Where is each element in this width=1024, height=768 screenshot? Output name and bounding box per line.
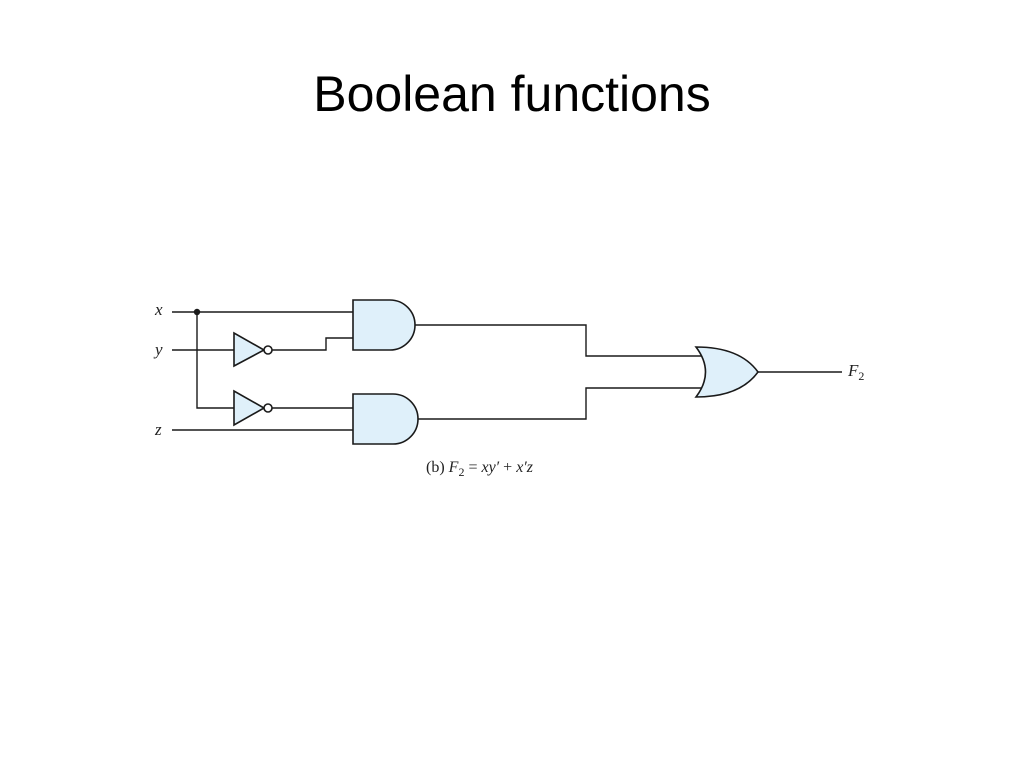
input-label-x: x [154,300,163,319]
or-gate [694,346,759,398]
inverter-bubble [263,403,273,413]
and-gate-2 [352,393,419,445]
not-gate-y [233,331,266,368]
diagram-caption: (b) F2 = xy′ + x′z [426,459,534,479]
wire-and1-out [415,324,702,357]
wire-and2-out [418,387,702,420]
input-label-y: y [153,340,163,359]
wire-x-branch [196,312,234,409]
and-gate-1 [352,299,416,351]
input-label-z: z [154,420,162,439]
output-label: F2 [847,361,864,383]
inverter-bubble [263,345,273,355]
not-gate-x [233,389,266,427]
slide-title: Boolean functions [313,66,711,122]
wire-y-not [272,337,353,351]
